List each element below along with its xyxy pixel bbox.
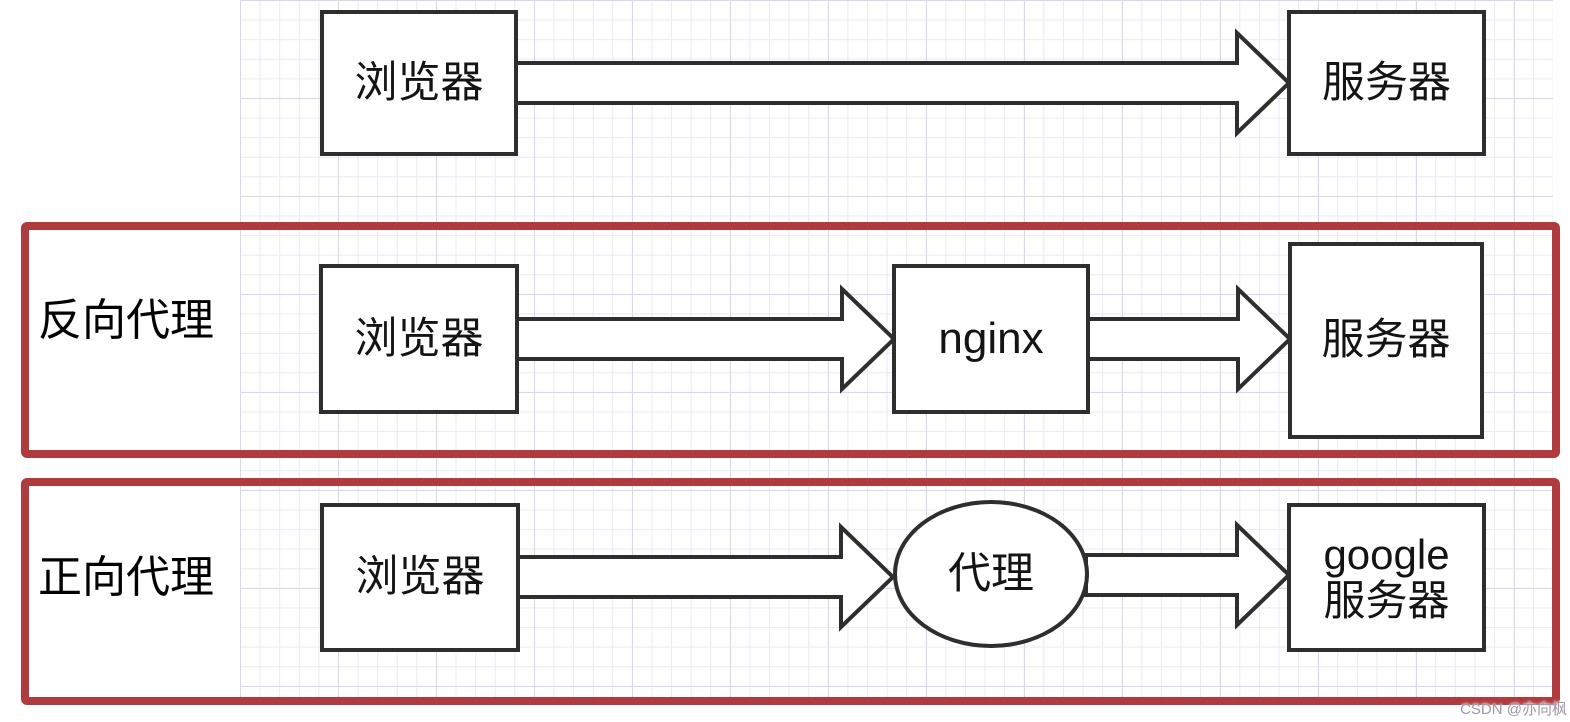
browser-node-forward: 浏览器: [320, 503, 520, 652]
google-server-line1: google: [1323, 531, 1450, 579]
google-server-line2: 服务器: [1323, 576, 1450, 624]
server-node-top: 服务器: [1287, 10, 1486, 156]
browser-node-top: 浏览器: [320, 10, 518, 156]
forward-proxy-section-frame: [21, 478, 1560, 705]
nginx-node: nginx: [892, 264, 1090, 414]
proxy-ellipse-node: 代理: [893, 500, 1089, 648]
reverse-proxy-label: 反向代理: [38, 296, 214, 345]
google-server-node: google 服务器: [1287, 503, 1486, 652]
browser-node-reverse: 浏览器: [319, 264, 519, 414]
watermark: CSDN @亦向枫: [1460, 701, 1567, 718]
forward-proxy-label: 正向代理: [38, 553, 214, 602]
server-node-reverse: 服务器: [1288, 242, 1484, 439]
reverse-proxy-section-frame: [21, 222, 1560, 458]
